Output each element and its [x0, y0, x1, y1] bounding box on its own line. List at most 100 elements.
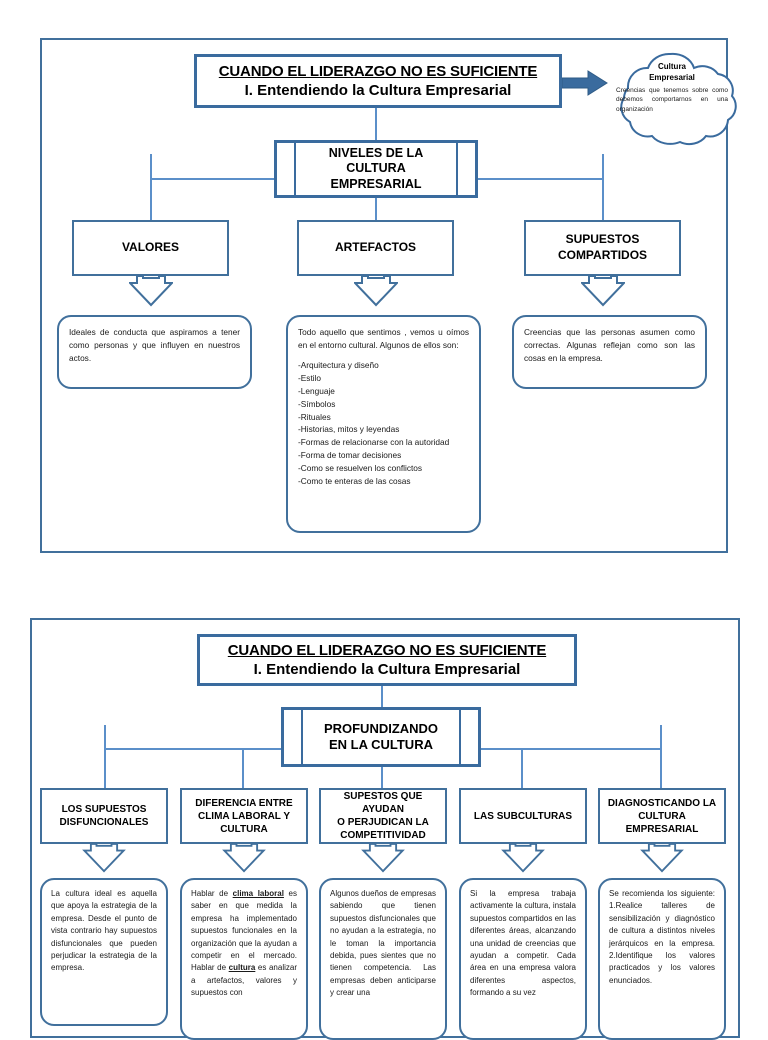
p2-down-arrow-4-icon	[501, 843, 545, 873]
p2-category-box-diagnosticando: DIAGNOSTICANDO LA CULTURA EMPRESARIAL	[598, 788, 726, 844]
note-box-supuestos: Creencias que las personas asumen como c…	[512, 315, 707, 389]
note-supuestos-text: Creencias que las personas asumen como c…	[524, 327, 695, 363]
p2-category-box-clima-vs-cultura: DIFERENCIA ENTRE CLIMA LABORAL Y CULTURA	[180, 788, 308, 844]
process-line3: EMPRESARIAL	[330, 176, 422, 191]
p2-category-box-supuestos-disfuncionales: LOS SUPUESTOS DISFUNCIONALES	[40, 788, 168, 844]
note-artefactos-item-1: -Estilo	[298, 373, 322, 384]
process-bar-left	[294, 143, 296, 195]
page1-title-box: CUANDO EL LIDERAZGO NO ES SUFICIENTE I. …	[194, 54, 562, 108]
category-box-valores: VALORES	[72, 220, 229, 276]
p2-cat4-line1: LAS SUBCULTURAS	[473, 810, 573, 822]
category-artefactos-label: ARTEFACTOS	[334, 240, 417, 255]
connector-left-down	[150, 154, 152, 178]
down-arrow-valores-icon	[129, 275, 173, 307]
p2-note2-seg2: es saber en que medida la empresa ha imp…	[191, 889, 297, 973]
p2-note2-seg1: clima laboral	[232, 889, 284, 898]
p2-cat5-line3: EMPRESARIAL	[625, 823, 699, 835]
page-2: CUANDO EL LIDERAZGO NO ES SUFICIENTE I. …	[30, 618, 740, 1040]
category-box-supuestos-compartidos: SUPUESTOS COMPARTIDOS	[524, 220, 681, 276]
p2-cat1-line2: DISFUNCIONALES	[59, 817, 149, 828]
p2-down-arrow-5-icon	[640, 843, 684, 873]
p2-down-arrow-3-icon	[361, 843, 405, 873]
note-artefactos-item-3: -Símbolos	[298, 398, 336, 409]
note-artefactos-item-5: -Historias, mitos y leyendas	[298, 424, 400, 435]
page2-title-box: CUANDO EL LIDERAZGO NO ES SUFICIENTE I. …	[197, 634, 577, 686]
p2-cat2-line1: DIFERENCIA ENTRE	[195, 797, 293, 809]
p2-drop-1	[104, 748, 106, 788]
process-box-niveles: NIVELES DE LA CULTURA EMPRESARIAL	[274, 140, 478, 198]
p2-cat2-line3: CULTURA	[220, 823, 268, 835]
p2-process-bar-right	[459, 710, 461, 764]
note-valores-text: Ideales de conducta que aspiramos a tene…	[69, 327, 240, 363]
p2-note-box-1: La cultura ideal es aquella que apoya la…	[40, 878, 168, 1026]
p2-connector-process-top	[381, 676, 383, 707]
p2-note-box-5: Se recomienda los siguiente: 1.Realice t…	[598, 878, 726, 1040]
p2-cat5-line1: DIAGNOSTICANDO LA	[607, 797, 717, 809]
p2-note1-text: La cultura ideal es aquella que apoya la…	[51, 889, 157, 973]
p2-note-box-3: Algunos dueños de empresas sabiendo que …	[319, 878, 447, 1040]
note-artefactos-item-2: -Lenguaje	[298, 385, 335, 396]
p2-process-line1: PROFUNDIZANDO	[323, 720, 439, 736]
page2-title-line2: I. Entendiendo la Cultura Empresarial	[253, 661, 521, 678]
cloud-title-line2: Empresarial	[649, 72, 695, 82]
p2-cat3-line1: SUPESTOS QUE AYUDAN	[343, 791, 423, 815]
p2-category-box-competitividad: SUPESTOS QUE AYUDAN O PERJUDICAN LA COMP…	[319, 788, 447, 844]
process-line2: CULTURA	[346, 161, 406, 176]
process-line1: NIVELES DE LA	[328, 145, 424, 160]
p2-note4-text: Si la empresa trabaja activamente la cul…	[470, 889, 576, 998]
p2-cat2-line2: CLIMA LABORAL Y	[197, 810, 291, 822]
category-box-artefactos: ARTEFACTOS	[297, 220, 454, 276]
p2-cat5-line2: CULTURA	[638, 810, 686, 822]
connector-left-to-box	[150, 178, 152, 220]
category-supuestos-label1: SUPUESTOS	[565, 232, 640, 247]
cloud-body-text: Creencias que tenemos sobre como debemos…	[616, 86, 728, 114]
p2-connector-left-down	[104, 725, 106, 748]
cloud-shape-icon	[620, 52, 737, 146]
process-box-profundizando: PROFUNDIZANDO EN LA CULTURA	[281, 707, 481, 767]
p2-note2-text: Hablar de clima laboral es saber en que …	[191, 888, 297, 1000]
p2-category-box-subculturas: LAS SUBCULTURAS	[459, 788, 587, 844]
p2-note2-seg4: es analizar a artefactos, valores y supu…	[191, 963, 297, 998]
page-1: CUANDO EL LIDERAZGO NO ES SUFICIENTE I. …	[40, 38, 737, 553]
p2-note2-seg3: cultura	[228, 963, 256, 973]
p2-note-box-2: Hablar de clima laboral es saber en que …	[180, 878, 308, 1040]
arrow-to-cloud-icon	[562, 70, 608, 96]
p2-cat3-line3: COMPETITIVIDAD	[340, 830, 426, 841]
page2-title-line1: CUANDO EL LIDERAZGO NO ES SUFICIENTE	[227, 641, 547, 659]
note-artefactos-intro: Todo aquello que sentimos , vemos u oímo…	[298, 327, 469, 350]
note-artefactos-item-6: -Formas de relacionarse con la autoridad	[298, 437, 450, 448]
p2-drop-3	[381, 748, 383, 788]
cloud-cultura-empresarial: Cultura Empresarial Creencias que tenemo…	[598, 48, 744, 166]
note-artefactos-item-4: -Rituales	[298, 411, 331, 422]
p2-down-arrow-1-icon	[82, 843, 126, 873]
category-supuestos-label2: COMPARTIDOS	[557, 248, 648, 262]
p2-note-box-4: Si la empresa trabaja activamente la cul…	[459, 878, 587, 1040]
p2-note5-text: Se recomienda los siguiente: 1.Realice t…	[609, 889, 715, 985]
p2-process-line2: EN LA CULTURA	[328, 737, 433, 752]
page1-title-line2: I. Entendiendo la Cultura Empresarial	[244, 82, 512, 99]
down-arrow-artefactos-icon	[354, 275, 398, 307]
note-artefactos-item-0: -Arquitectura y diseño	[298, 360, 379, 371]
p2-note2-seg0: Hablar de	[191, 889, 233, 898]
note-spacer	[298, 352, 469, 359]
p2-process-bar-left	[301, 710, 303, 764]
note-artefactos-item-7: -Forma de tomar decisiones	[298, 450, 402, 461]
connector-right-to-box	[602, 178, 604, 220]
category-valores-label: VALORES	[121, 240, 180, 255]
connector-process-top	[375, 108, 377, 140]
note-artefactos-item-9: -Como te enteras de las cosas	[298, 475, 411, 486]
note-box-artefactos: Todo aquello que sentimos , vemos u oímo…	[286, 315, 481, 533]
p2-connector-right-down	[660, 725, 662, 748]
cloud-title-line1: Cultura	[658, 62, 686, 71]
p2-down-arrow-2-icon	[222, 843, 266, 873]
p2-drop-5	[660, 748, 662, 788]
p2-cat3-line2: O PERJUDICAN LA	[337, 817, 429, 828]
note-artefactos-item-8: -Como se resuelven los conflictos	[298, 463, 423, 474]
down-arrow-supuestos-icon	[581, 275, 625, 307]
note-box-valores: Ideales de conducta que aspiramos a tene…	[57, 315, 252, 389]
page1-title-line1: CUANDO EL LIDERAZGO NO ES SUFICIENTE	[218, 62, 538, 80]
connector-mid-to-box	[375, 178, 377, 220]
process-bar-right	[456, 143, 458, 195]
p2-drop-2	[242, 748, 244, 788]
p2-note3-text: Algunos dueños de empresas sabiendo que …	[330, 889, 436, 998]
